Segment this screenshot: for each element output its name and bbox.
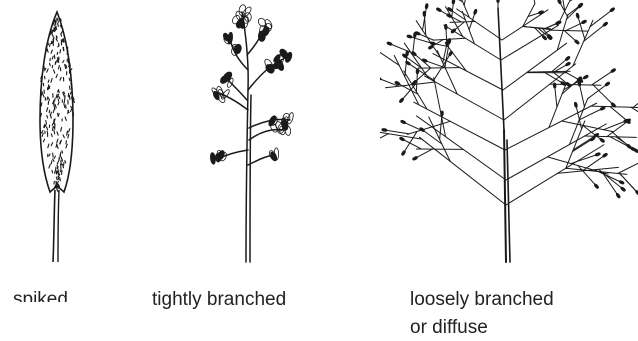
spikelet [619, 180, 625, 185]
spikelet [595, 152, 601, 156]
spikelet [401, 150, 406, 156]
spikelet [633, 148, 638, 153]
spikelet [583, 75, 589, 80]
spikelet [574, 102, 578, 108]
branch [380, 50, 399, 66]
spikelet [609, 7, 615, 12]
spikelet [610, 68, 616, 73]
spikelet [590, 136, 596, 141]
spikelet [430, 42, 436, 46]
branch [590, 10, 612, 27]
branch [380, 134, 388, 144]
spikelet [616, 193, 621, 199]
branch [408, 63, 434, 81]
branch [607, 121, 628, 137]
spikelet [538, 10, 544, 14]
spikelet [422, 58, 428, 62]
branch [403, 131, 417, 153]
spikelet [436, 7, 442, 12]
branch [498, 8, 504, 130]
branch [562, 121, 614, 132]
tightly-branched-illustration [190, 0, 320, 270]
spikelet [565, 82, 571, 87]
spikelet [553, 83, 556, 88]
branch [506, 124, 606, 180]
spikelet [399, 137, 405, 142]
spikelet [594, 183, 599, 189]
spikelet [387, 41, 393, 45]
branch [507, 140, 510, 262]
tightly-branched-grass-drawing [190, 0, 320, 270]
spikelet [411, 51, 417, 56]
branch [555, 86, 557, 108]
spikelet [599, 138, 605, 143]
spikelet [210, 152, 216, 164]
spikelet [399, 98, 404, 104]
branch [593, 85, 613, 105]
loosely-branched-illustration [380, 0, 638, 270]
spikelet [423, 11, 426, 16]
spikelet [557, 0, 562, 4]
spikelet [452, 0, 455, 4]
spikelet [446, 13, 452, 18]
spikelet [577, 3, 583, 8]
spikelet [382, 128, 388, 131]
spikelet [565, 56, 571, 61]
branch [464, 0, 467, 5]
branch [633, 92, 638, 107]
spikelet [428, 45, 434, 50]
branch [618, 159, 638, 173]
spikelet [605, 81, 611, 86]
branch [434, 54, 451, 80]
spikelet [416, 69, 419, 74]
spikelet [565, 62, 571, 67]
spiked-label-clip: spiked [0, 0, 130, 302]
spikelet [473, 9, 477, 15]
branch [579, 84, 584, 107]
spikelet [497, 0, 500, 3]
branch [602, 173, 618, 196]
spikelet [400, 120, 406, 125]
loosely-branched-grass-drawing [380, 0, 638, 270]
branch [506, 145, 604, 205]
branch [437, 51, 457, 95]
spikelet [556, 20, 562, 24]
spikelet [413, 32, 416, 37]
branch [414, 102, 505, 150]
branch [533, 0, 535, 4]
spikelet [602, 153, 608, 158]
spikelet [406, 51, 409, 56]
branch [449, 0, 463, 2]
label-tightly-branched: tightly branched [152, 287, 286, 313]
label-or-diffuse: or diffuse [410, 315, 488, 341]
branch [501, 25, 558, 60]
branch [578, 16, 585, 39]
branch [424, 76, 504, 120]
spikelet [407, 35, 413, 39]
branch [440, 114, 442, 140]
spikelet [620, 187, 626, 192]
label-spiked: spiked [13, 287, 68, 302]
branch [631, 107, 638, 121]
label-loosely-branched: loosely branched [410, 287, 554, 313]
spikelet [227, 32, 233, 44]
spikelet [581, 20, 587, 25]
spikelet [602, 22, 608, 27]
spikelet [440, 111, 443, 116]
spikelet [419, 127, 425, 132]
spikelet [448, 51, 453, 57]
spikelet [576, 13, 580, 19]
branch [423, 6, 427, 30]
spikelet [444, 24, 447, 29]
spikelet [412, 156, 418, 161]
spikelet [542, 35, 548, 41]
spikelet [574, 39, 580, 44]
branch [416, 21, 440, 58]
branch [570, 0, 584, 1]
branch [418, 68, 460, 69]
spikelet [425, 3, 428, 9]
